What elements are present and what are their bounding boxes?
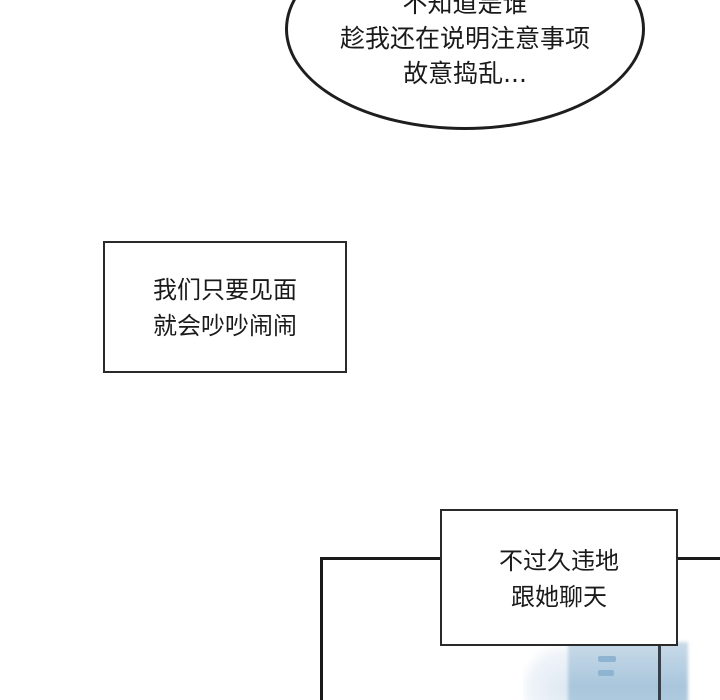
- narration-box-2: 不过久违地 跟她聊天: [440, 509, 678, 646]
- speech-line-2: 趁我还在说明注意事项: [339, 24, 590, 53]
- panel-art-detail: [598, 656, 616, 662]
- narration-2-line-1: 不过久违地: [499, 547, 619, 575]
- panel-art-detail: [598, 670, 614, 676]
- speech-line-1: 不知道是谁: [402, 0, 528, 18]
- narration-box-1: 我们只要见面 就会吵吵闹闹: [103, 241, 347, 373]
- narration-1-line-1: 我们只要见面: [153, 276, 297, 304]
- panel-art-edge: [658, 642, 661, 700]
- narration-1-line-2: 就会吵吵闹闹: [153, 312, 297, 340]
- speech-line-3: 故意捣乱...: [403, 59, 527, 88]
- panel-artwork: [568, 642, 688, 700]
- speech-bubble-text: 不知道是谁 趁我还在说明注意事项 故意捣乱...: [285, 0, 645, 91]
- narration-2-line-2: 跟她聊天: [511, 583, 607, 611]
